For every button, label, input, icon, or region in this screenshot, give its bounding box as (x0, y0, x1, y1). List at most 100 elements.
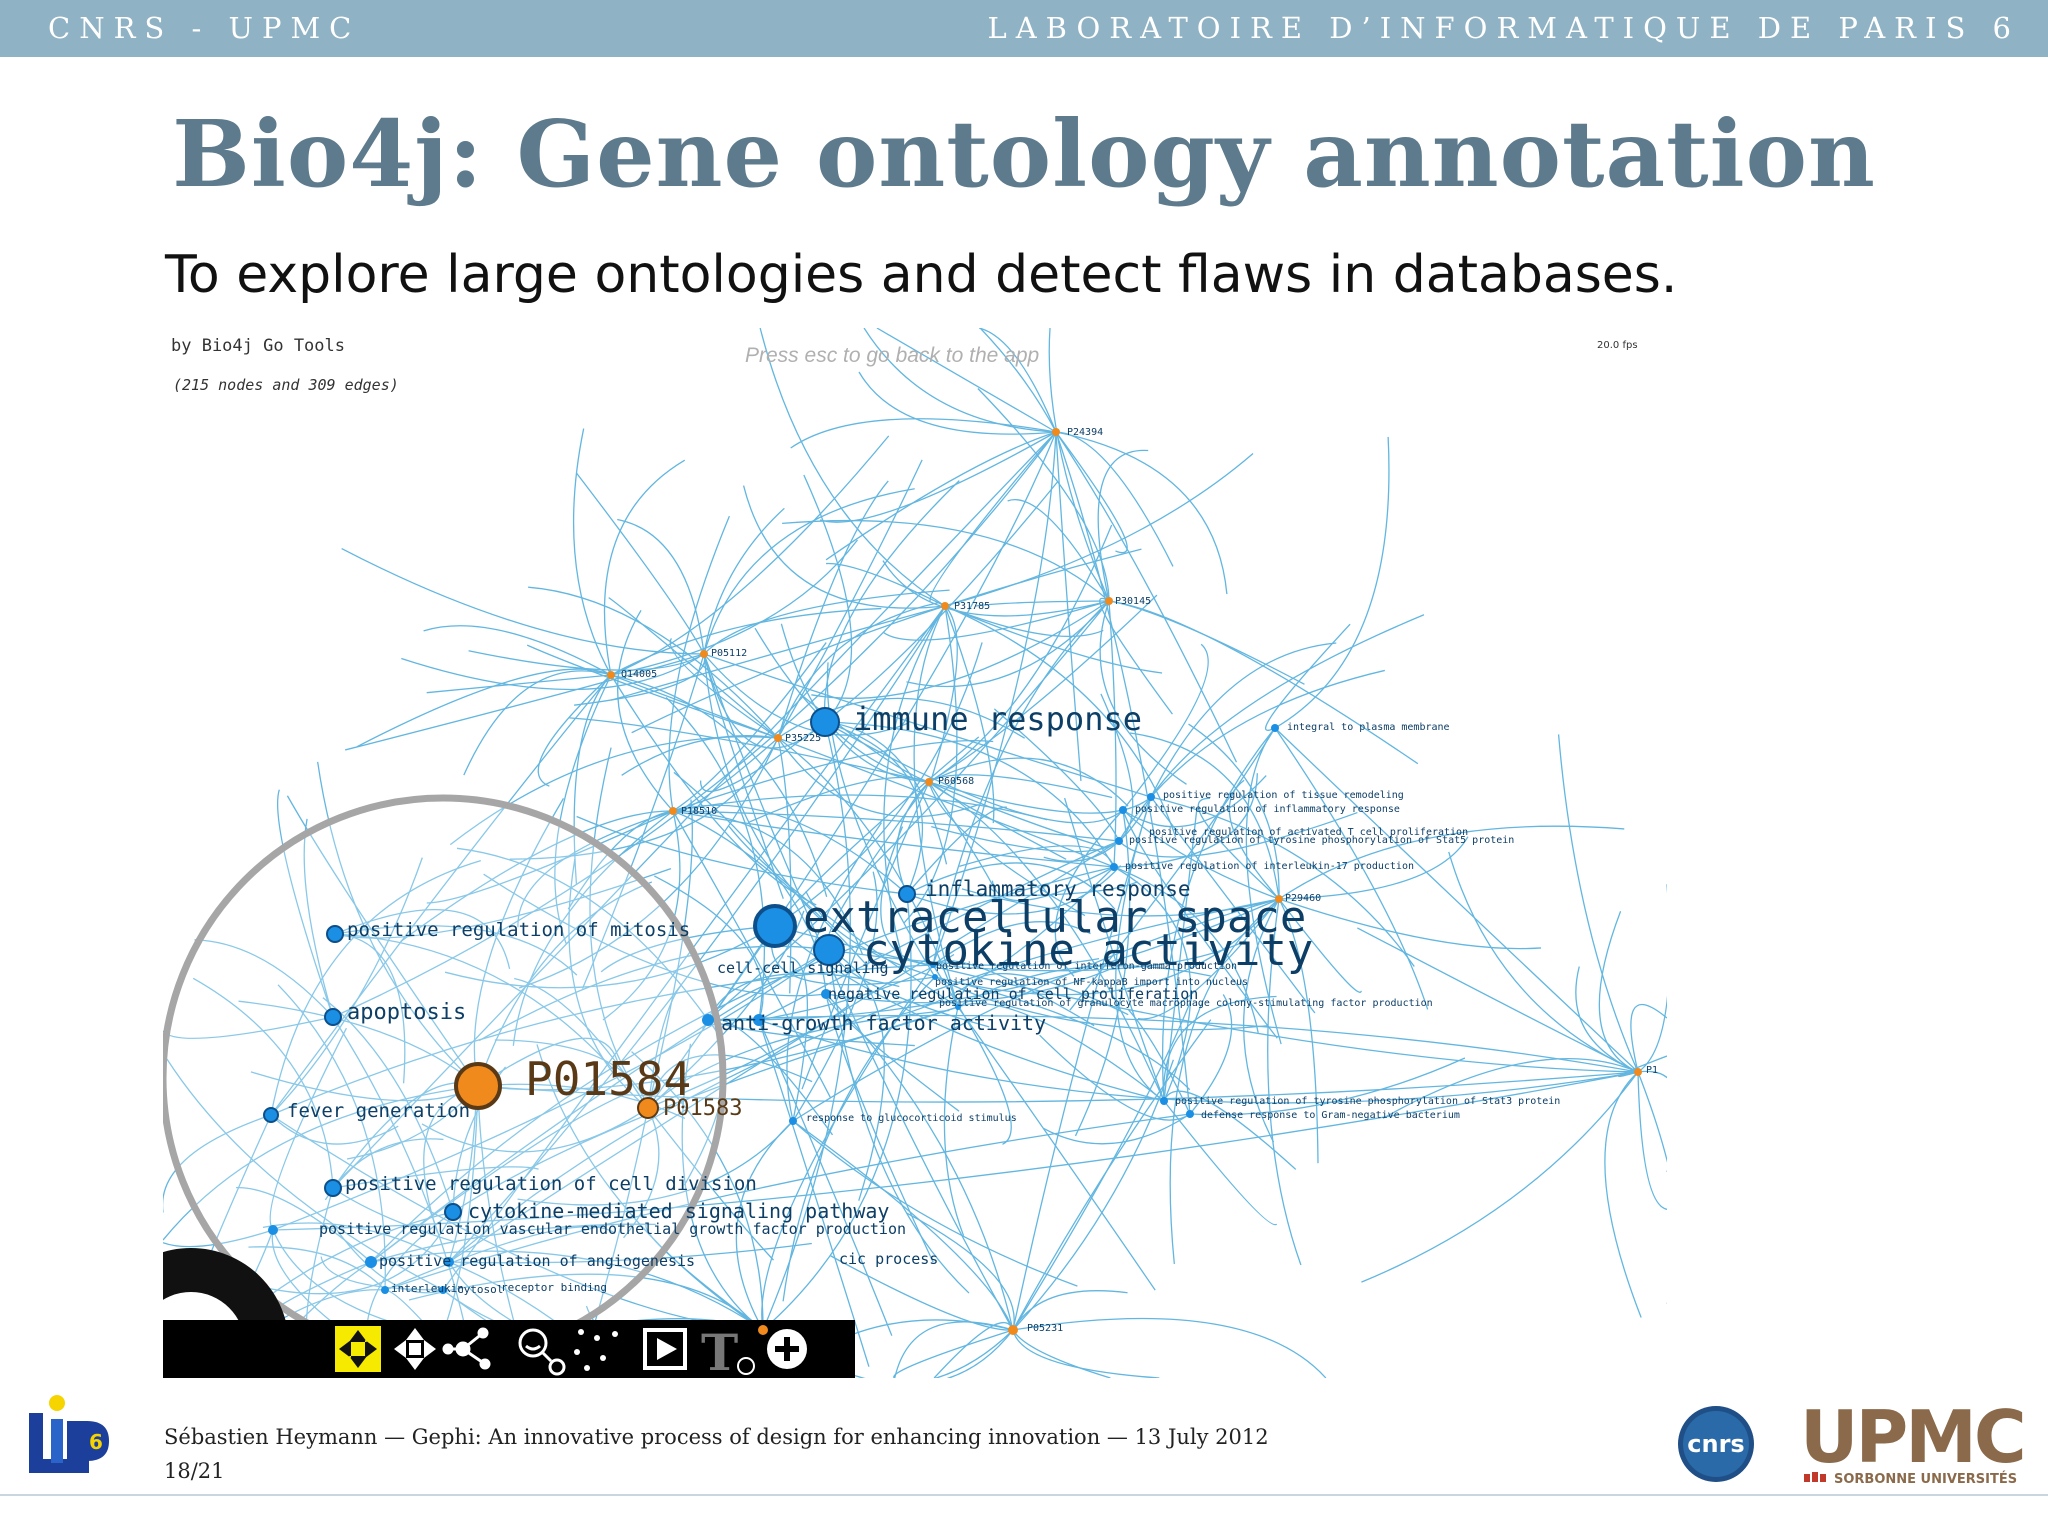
label-negative-regulation[interactable]: negative regulation of cell proliferatio… (828, 985, 1198, 1003)
term-node[interactable] (1160, 1097, 1168, 1105)
label-inflammatory-response[interactable]: inflammatory response (925, 877, 1191, 901)
label-immune-response[interactable]: immune response (853, 700, 1142, 738)
label-anti-growth-factor[interactable]: anti-growth factor activity (721, 1011, 1046, 1035)
term-node[interactable] (955, 1004, 961, 1010)
term-node[interactable] (1147, 793, 1155, 801)
term-node[interactable] (365, 1256, 377, 1268)
protein-node[interactable] (925, 778, 933, 786)
lens-label-cytokine-pathway[interactable]: cytokine-mediated signaling pathway (468, 1199, 889, 1223)
lens-label-apoptosis[interactable]: apoptosis (347, 1000, 466, 1025)
label-stat5[interactable]: positive regulation of tyrosine phosphor… (1129, 835, 1514, 846)
protein-node[interactable] (1275, 895, 1283, 903)
lens-label-p01584[interactable]: P01584 (525, 1052, 691, 1106)
label-extracellular-space[interactable]: extracellular space (803, 892, 1306, 943)
term-node[interactable] (898, 885, 916, 903)
lens-label-cytosol[interactable]: cytosol (457, 1283, 503, 1296)
term-node[interactable] (326, 925, 344, 943)
term-node[interactable] (324, 1179, 342, 1197)
term-node[interactable] (753, 904, 797, 948)
term-node[interactable] (444, 1257, 454, 1267)
term-node[interactable] (263, 1107, 279, 1123)
label-interferon-gamma[interactable]: positive regulation of interferon-gamma … (936, 961, 1237, 972)
protein-node[interactable] (774, 734, 782, 742)
term-node[interactable] (702, 1014, 714, 1026)
term-node[interactable] (821, 989, 831, 999)
label-p24394[interactable]: P24394 (1067, 427, 1103, 438)
graph-edge (932, 600, 1110, 966)
label-nfkb[interactable]: positive regulation of NF-kappaB import … (935, 977, 1248, 988)
label-cell-cell-signaling[interactable]: cell-cell signaling (717, 959, 889, 977)
label-metabolic[interactable]: cic process (839, 1250, 938, 1268)
protein-node[interactable] (700, 650, 708, 658)
term-node[interactable] (1119, 806, 1127, 814)
graph-edge (1122, 809, 1278, 1039)
term-node[interactable] (1115, 837, 1123, 845)
lens-label-cell-division[interactable]: positive regulation of cell division (345, 1173, 757, 1195)
graph-edge (270, 1114, 399, 1145)
label-p30145[interactable]: P30145 (1115, 596, 1151, 607)
text-tool-icon[interactable]: T (701, 1323, 755, 1378)
label-cytokine-activity[interactable]: cytokine activity (863, 925, 1313, 976)
protein-node[interactable] (1008, 1325, 1018, 1335)
label-p05112[interactable]: P05112 (711, 648, 747, 659)
label-p60568[interactable]: P60568 (938, 776, 974, 787)
graph-edge (1043, 1113, 1191, 1145)
graph-edge (882, 560, 1110, 617)
scatter-nodes-icon[interactable] (574, 1329, 618, 1371)
label-stat3[interactable]: positive regulation of tyrosine phosphor… (1175, 1096, 1560, 1107)
label-interleukin-17[interactable]: positive regulation of interleukin-17 pr… (1125, 861, 1414, 872)
protein-node[interactable] (607, 671, 615, 679)
term-node[interactable] (1271, 724, 1279, 732)
term-node[interactable] (753, 1014, 765, 1026)
lens-label-p01583[interactable]: P01583 (663, 1096, 742, 1121)
label-p05231[interactable]: P05231 (1027, 1323, 1063, 1334)
lens-label-fever[interactable]: fever generation (287, 1100, 470, 1122)
term-node[interactable] (268, 1225, 278, 1235)
protein-node[interactable] (454, 1062, 502, 1110)
label-plasma-membrane[interactable]: integral to plasma membrane (1287, 722, 1450, 733)
term-node[interactable] (439, 1286, 447, 1294)
protein-node[interactable] (758, 1325, 768, 1335)
term-node[interactable] (932, 974, 938, 980)
label-t-cell-proliferation[interactable]: positive regulation of activated T cell … (1149, 827, 1468, 838)
term-node[interactable] (381, 1286, 389, 1294)
protein-node[interactable] (941, 602, 949, 610)
center-view-icon[interactable] (335, 1326, 381, 1372)
play-icon[interactable] (643, 1328, 687, 1370)
label-gram-negative[interactable]: defense response to Gram-negative bacter… (1201, 1110, 1460, 1121)
protein-node[interactable] (637, 1097, 659, 1119)
protein-node[interactable] (1052, 428, 1060, 436)
layout-icon[interactable] (442, 1327, 491, 1370)
lens-label-receptor-binding[interactable]: receptor binding (501, 1281, 607, 1294)
lens-label-vegf[interactable]: positive regulation vascular endothelial… (319, 1220, 906, 1238)
lens-label-angiogenesis[interactable]: positive regulation of angiogenesis (379, 1252, 695, 1270)
term-node[interactable] (1110, 863, 1118, 871)
label-p18510[interactable]: P18510 (681, 806, 717, 817)
protein-node[interactable] (1105, 597, 1113, 605)
lens-label-mitosis[interactable]: positive regulation of mitosis (347, 919, 690, 941)
label-glucocorticoid[interactable]: response to glucocorticoid stimulus (806, 1113, 1017, 1124)
label-inflammatory-regulation[interactable]: positive regulation of inflammatory resp… (1135, 804, 1400, 815)
label-tissue-remodeling[interactable]: positive regulation of tissue remodeling (1163, 790, 1404, 801)
term-node[interactable] (1186, 1110, 1194, 1118)
graph-edge (1637, 1071, 1667, 1304)
term-node[interactable] (324, 1008, 342, 1026)
term-node[interactable] (930, 962, 936, 968)
label-granulocyte[interactable]: positive regulation of granulocyte macro… (939, 998, 1433, 1009)
term-node[interactable] (813, 934, 845, 966)
lens-label-interleukin[interactable]: interleukin (391, 1282, 464, 1295)
term-node[interactable] (789, 1117, 797, 1125)
add-icon[interactable] (767, 1329, 807, 1369)
graph-edge (665, 697, 766, 1021)
protein-node[interactable] (1634, 1068, 1642, 1076)
label-p31785[interactable]: P31785 (954, 601, 990, 612)
fit-view-icon[interactable] (394, 1328, 436, 1370)
zoom-icon[interactable] (518, 1328, 566, 1376)
term-node[interactable] (810, 707, 840, 737)
protein-node[interactable] (669, 807, 677, 815)
label-p1[interactable]: P1 (1646, 1065, 1658, 1076)
term-node[interactable] (444, 1203, 462, 1221)
label-p35225[interactable]: P35225 (785, 733, 821, 744)
label-p29460[interactable]: P29460 (1285, 893, 1321, 904)
label-q14005[interactable]: Q14005 (621, 669, 657, 680)
